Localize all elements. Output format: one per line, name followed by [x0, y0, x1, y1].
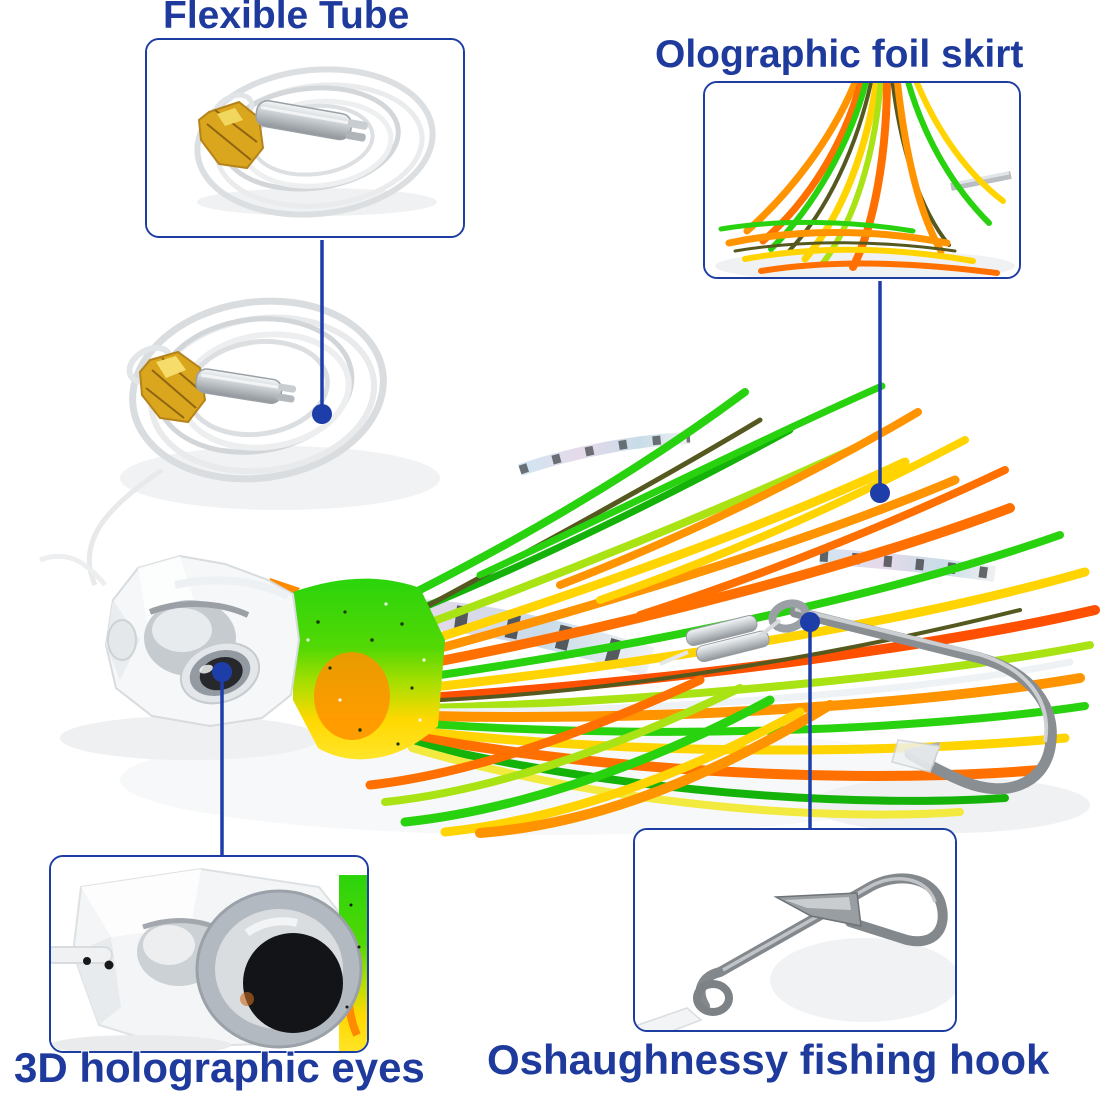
gold-foil-wrap [138, 350, 207, 424]
fishing-hook-inset-photo [635, 830, 955, 1030]
gold-foil-wrap [197, 100, 265, 170]
foil-skirt-inset-photo [705, 83, 1019, 277]
label-holographic-eyes: 3D holographic eyes [14, 1044, 425, 1091]
leader-tube [635, 1007, 703, 1030]
coiled-tube [39, 297, 387, 587]
lure-head [104, 554, 301, 728]
hook-point-cover [891, 739, 942, 773]
hook-eye [693, 980, 733, 1016]
holographic-eye-inset-photo [51, 857, 367, 1051]
label-flexible-tube: Flexible Tube [163, 0, 410, 37]
leader-tube [51, 946, 113, 964]
holographic-eye-closeup [195, 889, 363, 1049]
far-side-eye [107, 619, 137, 661]
crimp-sleeve [255, 99, 368, 142]
crimp-sleeve [195, 368, 297, 405]
label-foil-skirt: Olographic foil skirt [655, 33, 1024, 76]
callout-box-foil-skirt [703, 81, 1021, 279]
label-fishing-hook: Oshaughnessy fishing hook [487, 1036, 1050, 1083]
hook-eye [768, 599, 810, 633]
skirt-band [268, 578, 445, 760]
hook-crimp-sleeve [685, 615, 770, 663]
callout-box-fishing-hook [633, 828, 957, 1032]
callout-box-holographic-eyes [49, 855, 369, 1053]
callout-box-flexible-tube [145, 38, 465, 238]
flexible-tube-inset-photo [147, 40, 463, 236]
fishing-hook [659, 599, 1057, 795]
oshaughnessy-hook [693, 873, 948, 1016]
skirt-strands [365, 382, 1100, 838]
